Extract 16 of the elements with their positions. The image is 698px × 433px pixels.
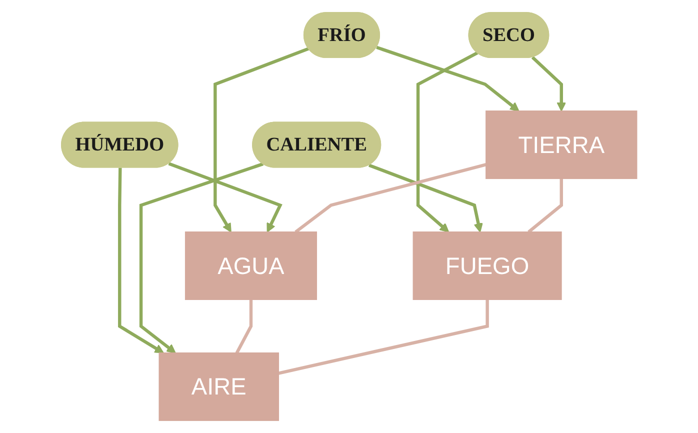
node-box: FUEGO bbox=[412, 231, 562, 300]
connector bbox=[278, 299, 489, 375]
connector bbox=[294, 162, 486, 234]
node-box: AIRE bbox=[158, 352, 279, 421]
node-box: AGUA bbox=[184, 231, 317, 300]
connector bbox=[235, 299, 252, 354]
arrow bbox=[416, 51, 478, 232]
arrow bbox=[368, 164, 483, 232]
arrow bbox=[376, 46, 520, 112]
arrow bbox=[118, 168, 164, 354]
connector bbox=[527, 178, 563, 234]
arrow bbox=[213, 47, 310, 232]
arrow bbox=[139, 162, 264, 354]
arrow bbox=[168, 162, 282, 232]
arrow bbox=[531, 56, 566, 112]
node-box: TIERRA bbox=[485, 110, 638, 180]
